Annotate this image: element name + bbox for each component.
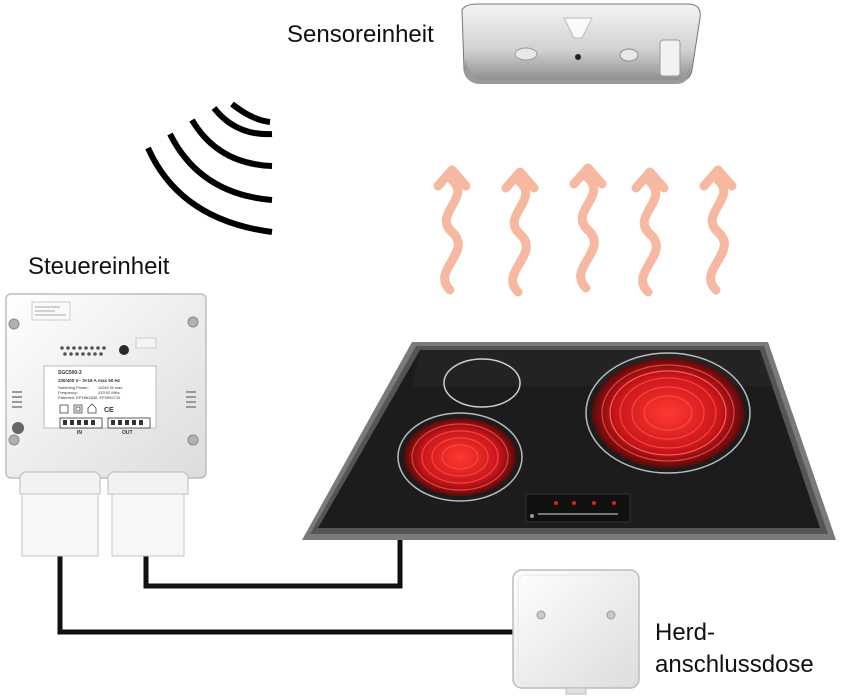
switching-power-value: 11040 W max	[98, 385, 122, 390]
radio-waves-icon	[145, 101, 273, 235]
cable-out	[143, 540, 403, 589]
cable-in	[57, 556, 520, 635]
ceramic-hob	[302, 342, 836, 540]
heat-arrow-icon	[501, 167, 539, 297]
cooking-zone-left-hot	[397, 412, 523, 502]
heat-arrow-icon	[433, 165, 471, 295]
outlet-label-line2: anschlussdose	[655, 651, 814, 678]
model-text: SGC500-3	[58, 370, 82, 376]
cable-gland-out	[107, 471, 189, 557]
heat-arrow-icon	[631, 167, 669, 297]
cables	[57, 540, 520, 635]
hob-control-panel	[525, 493, 631, 523]
control-unit-label: Steuereinheit	[28, 253, 170, 280]
frequency-label: Frequency:	[58, 390, 78, 395]
cooking-zone-right-hot	[585, 352, 751, 474]
heat-arrow-icon	[569, 163, 607, 293]
sensor-unit	[461, 3, 701, 84]
frequency-value: 433.92 MHz	[98, 390, 120, 395]
outlet-label-line1: Herd-	[655, 619, 716, 646]
rating-text: 230/400 V~ 3×16 A max 50 Hz	[58, 378, 121, 383]
switching-power-label: Switching Power:	[58, 385, 89, 390]
control-unit: SGC500-3 230/400 V~ 3×16 A max 50 Hz Swi…	[5, 293, 207, 557]
sensor-unit-label: Sensoreinheit	[287, 21, 434, 48]
patent-text: Patented: EP1861830, EP2992710	[58, 395, 121, 400]
cooking-zone-off	[443, 358, 521, 408]
cable-gland-in	[19, 471, 101, 557]
heat-arrows	[433, 163, 737, 297]
ce-mark: CE	[104, 407, 114, 414]
stove-outlet-box	[512, 569, 640, 695]
heat-arrow-icon	[699, 165, 737, 295]
port-in-label: IN	[77, 430, 82, 436]
port-out-label: OUT	[122, 430, 133, 436]
